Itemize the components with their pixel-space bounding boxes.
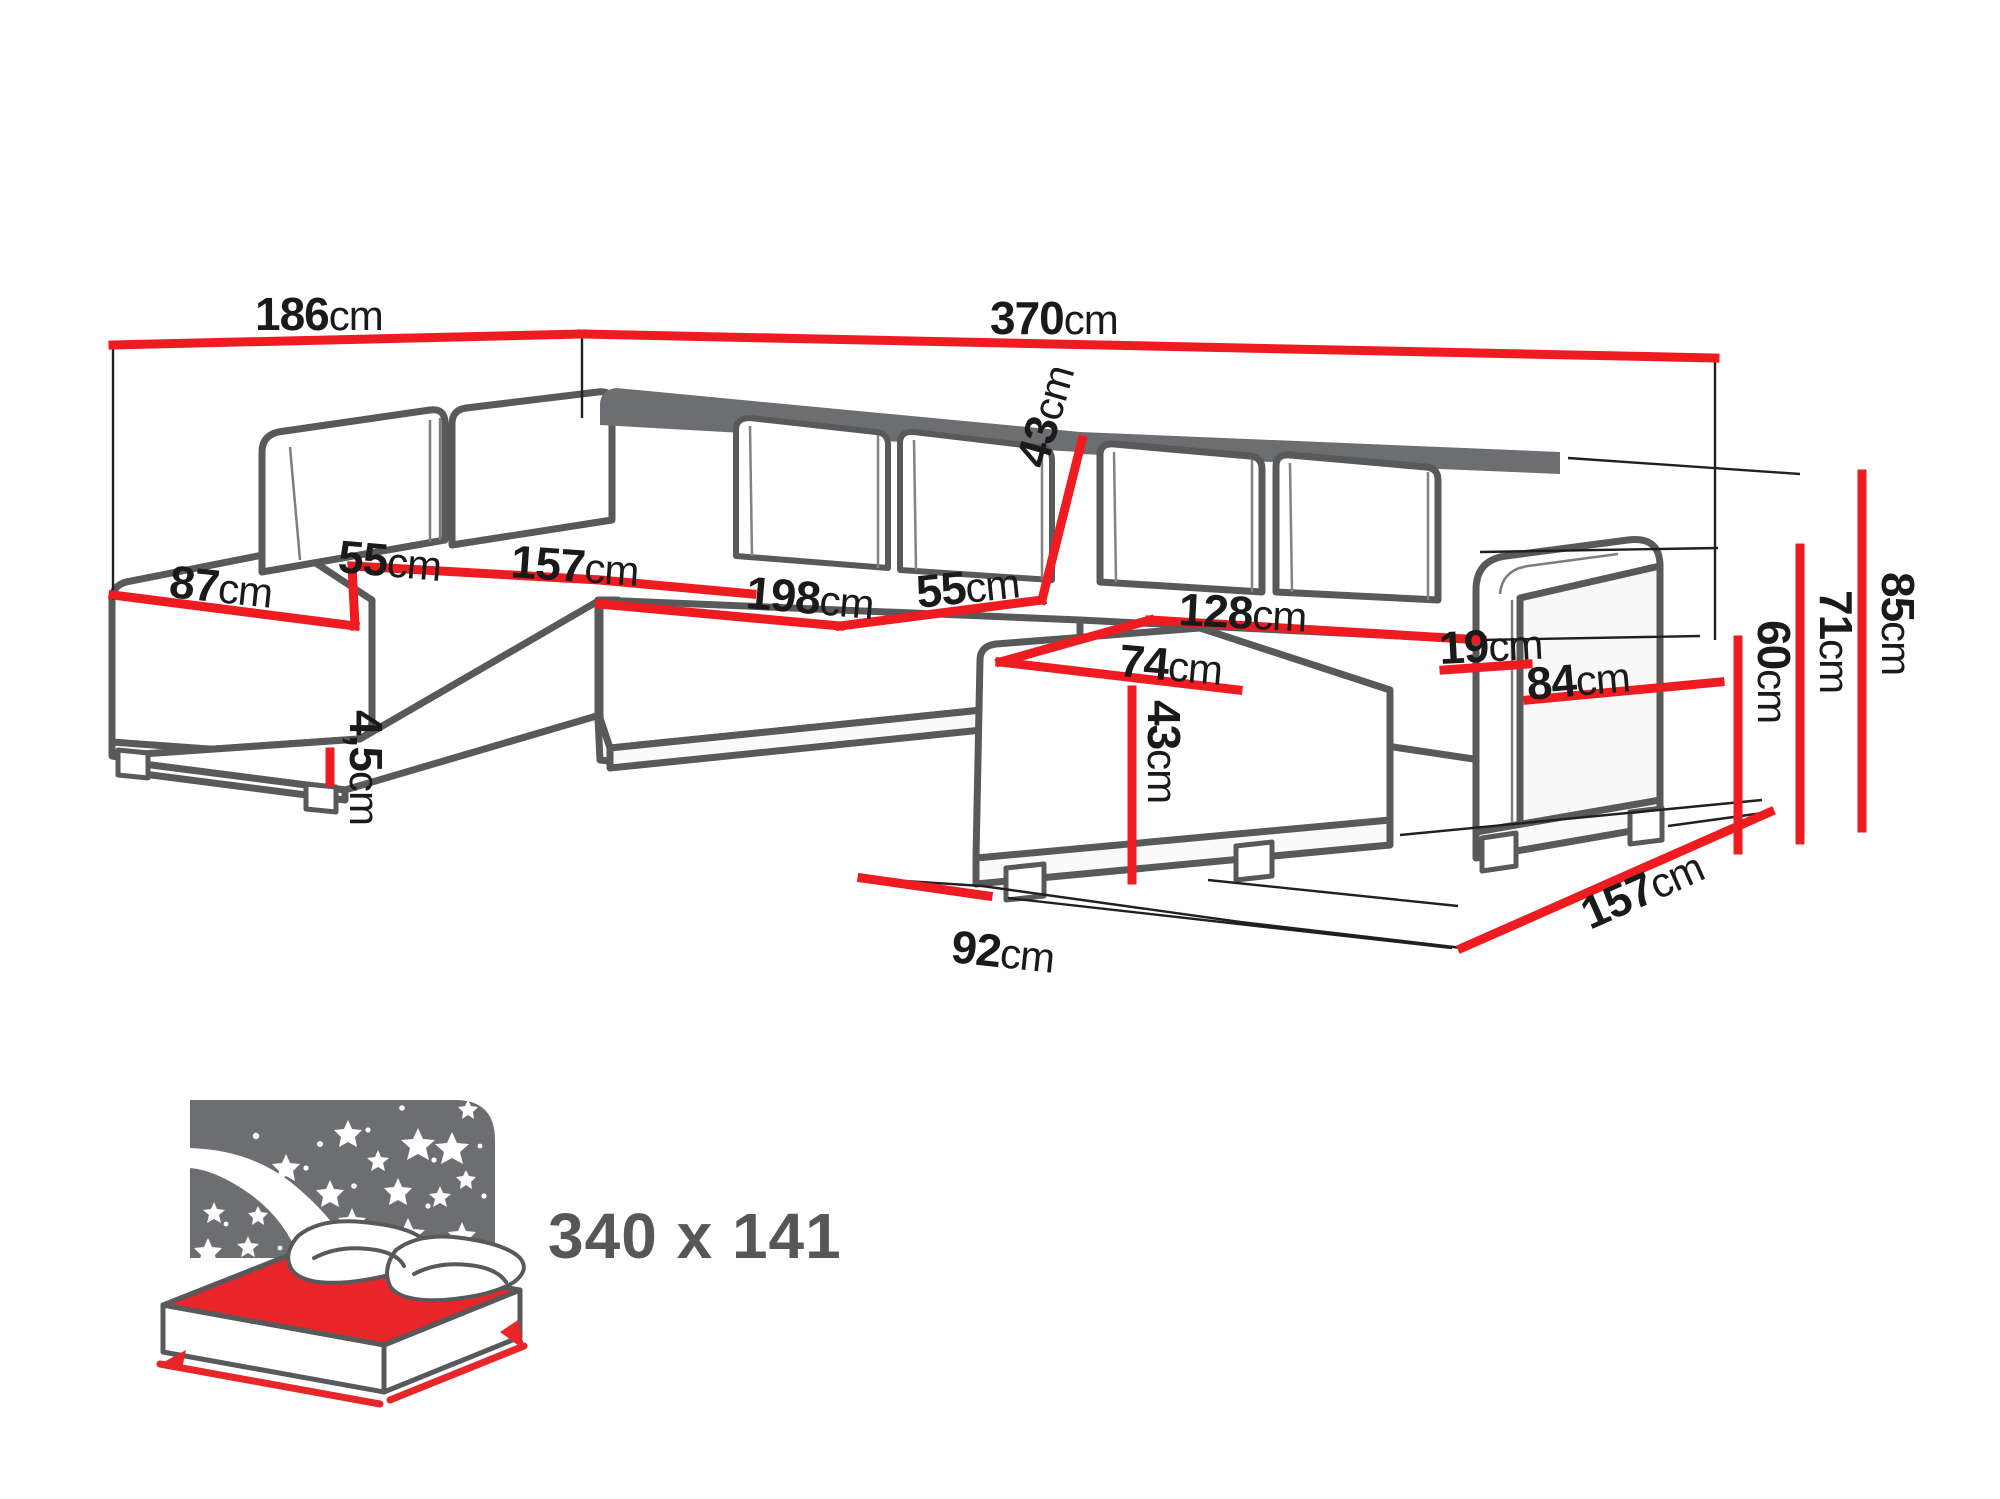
bed-night-icon: 340 x 141 xyxy=(0,1100,842,1408)
backrest-cushion-c1 xyxy=(733,415,891,571)
left-backrest-inner-seams xyxy=(288,418,442,561)
leader-ottoman-diag-b xyxy=(1207,878,1459,908)
label-55cm-left: 55cm xyxy=(336,530,443,591)
label-85cm: 85cm xyxy=(1872,572,1924,675)
dimline-370 xyxy=(577,329,1720,363)
label-84cm: 84cm xyxy=(1524,649,1631,710)
pillow-folds xyxy=(312,1246,508,1284)
label-45cm: 4,5cm xyxy=(340,710,392,825)
label-157cm-top: 157cm xyxy=(509,535,640,596)
dimline-87 xyxy=(107,589,361,632)
right-chaise-base xyxy=(972,816,1394,888)
leader-ottoman-right xyxy=(1239,920,1463,950)
dimline-128 xyxy=(1145,615,1487,645)
leader-bottom-right-a xyxy=(1399,798,1763,837)
backrest-cushion-c2 xyxy=(897,428,1055,583)
backrest-cushion-corner xyxy=(448,388,616,549)
leader-ottoman-diag-a xyxy=(1007,896,1453,950)
label-71cm: 71cm xyxy=(1810,590,1862,693)
label-43cm-backrest: 43cm xyxy=(1006,359,1084,473)
label-92cm: 92cm xyxy=(949,920,1057,982)
label-43cm-ottoman: 43cm xyxy=(1138,700,1190,803)
right-section xyxy=(1080,432,1560,604)
arrow-width-line xyxy=(386,1342,528,1404)
pillow-right xyxy=(385,1234,526,1303)
leg-arm-right xyxy=(1627,805,1665,847)
label-55cm-center: 55cm xyxy=(914,555,1022,617)
label-157cm-bottom: 157cm xyxy=(1573,840,1711,939)
sleeping-area-label: 340 x 141 xyxy=(548,1200,842,1272)
right-cushion-seams xyxy=(1112,451,1430,600)
right-back-rail xyxy=(1080,432,1560,474)
backrest-cushion-r2 xyxy=(1272,451,1442,604)
mattress-arrowheads xyxy=(160,1320,524,1369)
label-74cm: 74cm xyxy=(1117,634,1224,695)
label-198cm: 198cm xyxy=(744,566,876,629)
dimline-198 xyxy=(595,599,845,631)
dimline-74-connector xyxy=(994,614,1156,668)
dimline-55-left xyxy=(347,561,605,631)
leader-seat-h xyxy=(1479,634,1701,642)
label-87cm: 87cm xyxy=(167,555,275,617)
dimline-157-bottom xyxy=(1456,806,1776,954)
right-chaise-group xyxy=(972,616,1484,888)
dimension-lines xyxy=(107,329,1867,954)
leg-arm-left xyxy=(1479,830,1519,874)
arrow-length-line xyxy=(156,1360,384,1408)
center-cushion-seams xyxy=(748,425,1044,580)
dimline-157-top xyxy=(595,575,757,599)
label-370cm: 370cm xyxy=(990,292,1118,344)
label-60cm: 60cm xyxy=(1748,620,1800,723)
leg-left-rear xyxy=(303,781,339,815)
left-backrest-group xyxy=(258,406,449,576)
label-128cm: 128cm xyxy=(1177,583,1307,642)
dimline-74 xyxy=(995,657,1243,695)
center-backrest-cushions xyxy=(733,415,1055,583)
right-arm-group xyxy=(1472,536,1664,862)
leader-bottom-right-b xyxy=(1667,810,1771,828)
corner-backrest-group xyxy=(448,388,616,549)
dimline-84 xyxy=(1523,677,1725,705)
mattress-top-edge xyxy=(160,1249,523,1348)
construction-lines xyxy=(111,334,1801,950)
leader-arm-h xyxy=(1479,546,1719,554)
label-186cm: 186cm xyxy=(255,288,383,340)
right-arm-seams xyxy=(1498,552,1619,824)
label-19cm: 19cm xyxy=(1438,617,1544,674)
leader-ottoman-front xyxy=(981,884,1241,924)
backrest-cushion-left-1 xyxy=(258,406,449,576)
leg-chaise-right xyxy=(1233,839,1275,883)
leg-left-front xyxy=(115,747,151,781)
backrest-cushion-r1 xyxy=(1096,440,1266,596)
mattress-dimension-arrows xyxy=(156,1342,528,1408)
dimline-186 xyxy=(108,329,587,350)
dimline-43-back xyxy=(1036,434,1088,606)
dimline-92 xyxy=(856,872,994,902)
dimline-55-center xyxy=(834,594,1048,632)
leader-top-h xyxy=(1567,456,1801,476)
dimline-19 xyxy=(1439,659,1533,675)
pillows-group xyxy=(286,1219,526,1303)
